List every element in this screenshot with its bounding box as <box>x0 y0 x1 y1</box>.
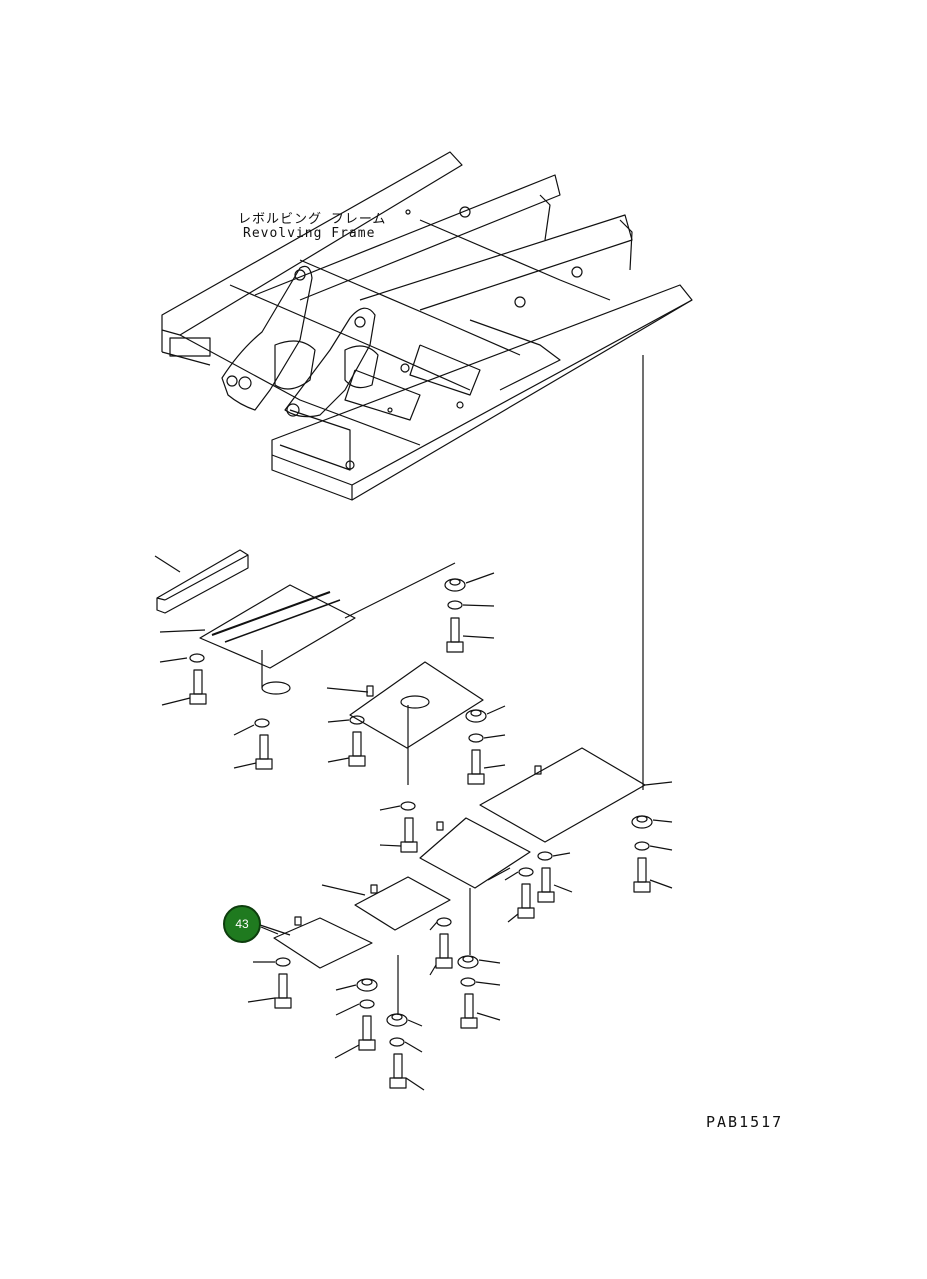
bolt <box>233 734 273 770</box>
callout-leader <box>260 926 279 935</box>
bolt <box>633 857 673 893</box>
bolt <box>446 617 495 653</box>
bolt <box>467 749 506 785</box>
part-callout-43[interactable]: 43 <box>223 905 261 943</box>
drawing-code: PAB1517 <box>706 1113 784 1131</box>
bolt <box>334 1015 376 1059</box>
bolt <box>161 669 207 706</box>
bolt <box>247 973 292 1009</box>
bolt <box>327 731 366 767</box>
bolt <box>389 1053 425 1091</box>
bolt <box>429 933 453 976</box>
frame-label-jp: レボルビング フレーム <box>238 212 387 227</box>
under-covers <box>154 549 673 1015</box>
revolving-frame <box>161 151 693 501</box>
bolt <box>460 993 501 1029</box>
frame-label-en: Revolving Frame <box>243 226 376 241</box>
bolt <box>379 817 418 853</box>
bolt <box>537 867 573 903</box>
fasteners <box>159 572 673 1091</box>
bolt <box>507 883 535 923</box>
